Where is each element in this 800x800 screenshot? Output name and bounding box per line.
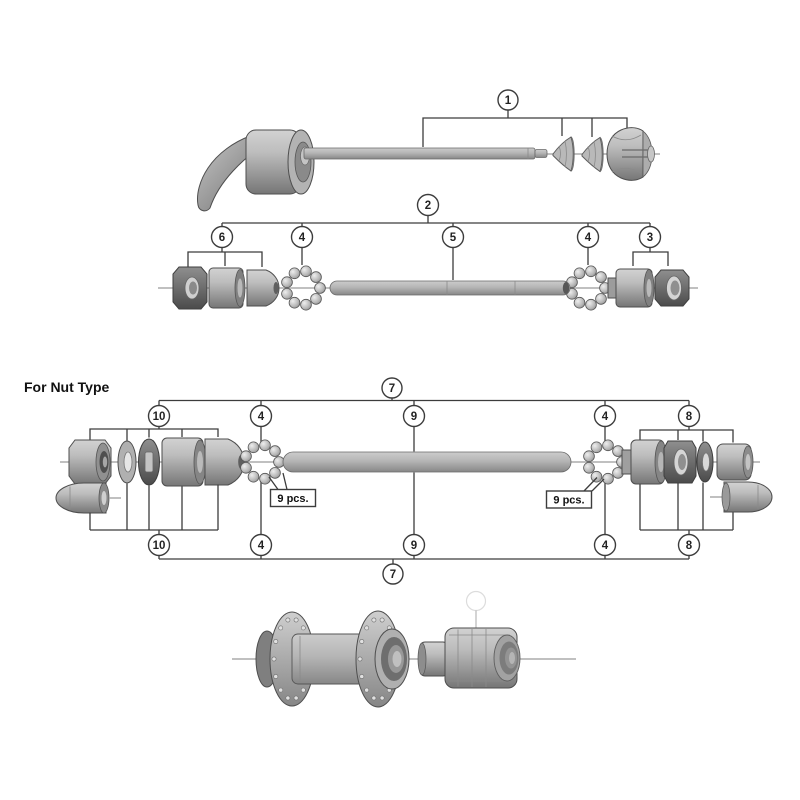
callout-4-number: 4 [299,232,306,244]
callout-3-number: 3 [647,232,653,244]
callout-4-circle [290,225,314,249]
callout-4-number: 4 [258,411,265,423]
note-text: 9 pcs. [277,493,308,505]
callout-5-number: 5 [450,232,457,244]
callout-4-circle [249,533,273,557]
nut-type-assembly: For Nut Type 7 10 4 9 4 8 [24,377,773,585]
skewer-rod [303,147,548,160]
callout-5-circle [441,225,465,249]
locknut-left [172,266,208,310]
hub-axle [329,280,571,296]
callout-7-circle [382,563,404,585]
faded-callout-circle [465,590,487,612]
quick-release-assembly: 1 [197,89,660,212]
cone-right [607,268,655,308]
callout-2-number: 2 [425,200,431,212]
callout-9-circle [402,533,426,557]
callout-bracket-7-top: 7 10 4 9 4 8 [89,377,734,535]
callout-bracket-7-bottom: 10 4 9 4 8 7 [89,482,734,585]
callout-8-number: 8 [686,540,693,552]
callout-4-circle [593,533,617,557]
qr-spring-left [552,136,575,172]
freehub-body [417,627,521,689]
callout-8-circle [677,533,701,557]
callout-7-circle [381,377,403,399]
note-box [545,490,593,509]
cone-nut-type-right [621,439,668,485]
nut-type-axle [282,451,572,473]
washer-nut-type-right [696,441,714,483]
callout-9-number: 9 [411,411,417,423]
dome-axle-nut-left [55,482,121,514]
callout-9-number: 9 [411,540,417,552]
callout-4-circle [576,225,600,249]
note-text: 9 pcs. [553,495,584,507]
cone-left [246,269,280,307]
quick-release-lever [197,129,315,212]
locknut-right [654,269,690,307]
callout-10-circle [147,404,171,428]
washer-left [117,440,137,484]
cone-nut-type-left [204,438,245,486]
qr-axle-assembly: 2 6 4 5 4 3 [158,193,698,311]
axle-nut-left [68,439,112,485]
callout-4-number: 4 [602,411,609,423]
callout-bracket-2: 2 6 4 5 4 3 [187,193,669,280]
callout-1-number: 1 [505,95,512,107]
hub-shell [255,610,410,708]
callout-7-number: 7 [390,569,396,581]
spacer-nut-type-left [161,437,207,487]
section-title: For Nut Type [24,379,110,395]
locknut-nut-type-right [663,440,697,484]
axle-nut-right [716,443,754,481]
callout-7-number: 7 [389,383,395,395]
callout-10-number: 10 [153,540,166,552]
qr-spring-right [581,137,604,172]
spacer-left [208,267,246,309]
hub-shell-drawing [232,590,576,708]
dome-axle-nut-right [710,481,773,513]
callout-4-number: 4 [585,232,592,244]
qr-adjusting-nut [606,127,655,181]
callout-6-circle [210,225,234,249]
callout-4-circle [249,404,273,428]
callout-3-circle [638,225,662,249]
callout-10-circle [147,533,171,557]
callout-8-number: 8 [686,411,693,423]
callout-9-circle [402,404,426,428]
ball-count-note-left: 9 pcs. [268,472,317,508]
ball-count-note-right: 9 pcs. [545,477,605,509]
callout-4-circle [593,404,617,428]
callout-1-circle [497,89,519,111]
callout-2-circle [416,193,440,217]
lock-washer-left [138,438,160,486]
callout-bracket-1: 1 [422,89,628,147]
callout-10-number: 10 [153,411,166,423]
note-box [269,488,317,508]
callout-4-number: 4 [258,540,265,552]
callout-4-number: 4 [602,540,609,552]
callout-6-number: 6 [219,232,225,244]
callout-8-circle [677,404,701,428]
